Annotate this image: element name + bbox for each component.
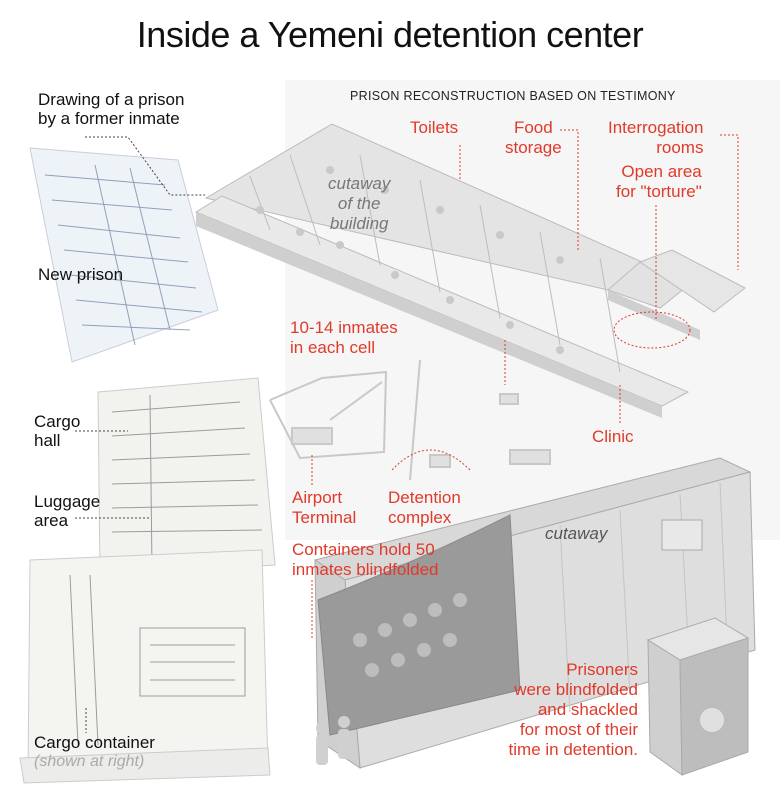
label-cutaway-building: cutaway of the building — [328, 174, 391, 233]
leader-lines-red — [311, 129, 739, 640]
label-drawing: Drawing of a prison by a former inmate — [38, 90, 185, 128]
walking-figures — [316, 716, 350, 765]
page-subtitle: PRISON RECONSTRUCTION BASED ON TESTIMONY — [350, 89, 676, 103]
cargo-sketch-paper — [19, 377, 276, 784]
shipping-container-model — [313, 457, 756, 769]
label-open-area: Open area for "torture" — [616, 162, 702, 201]
label-food-storage: Food storage — [505, 118, 562, 157]
label-cargo-hall: Cargo hall — [34, 412, 81, 450]
label-containers-hold: Containers hold 50 inmates blindfolded — [292, 540, 439, 579]
label-inmates-per-cell: 10-14 inmates in each cell — [290, 318, 398, 357]
label-interrogation-rooms: Interrogation rooms — [608, 118, 704, 157]
label-prisoners-note: Prisoners were blindfolded and shackled … — [508, 660, 638, 759]
page-title: Inside a Yemeni detention center — [136, 14, 644, 55]
label-luggage-area: Luggage area — [34, 492, 101, 530]
label-shown-at-right: (shown at right) — [34, 753, 145, 770]
isolation-box-model — [646, 617, 750, 776]
label-cutaway-container: cutaway — [545, 524, 608, 543]
label-detention-complex: Detention complex — [388, 488, 461, 527]
label-cargo-container: Cargo container — [34, 733, 155, 752]
label-airport-terminal: Airport Terminal — [292, 488, 357, 527]
leader-lines-black — [75, 136, 205, 733]
label-clinic: Clinic — [592, 427, 634, 446]
label-toilets: Toilets — [410, 118, 459, 137]
prison-building-model — [194, 123, 746, 418]
prison-sketch-paper — [29, 147, 219, 363]
label-new-prison: New prison — [38, 265, 124, 284]
site-plan-map — [269, 359, 551, 481]
